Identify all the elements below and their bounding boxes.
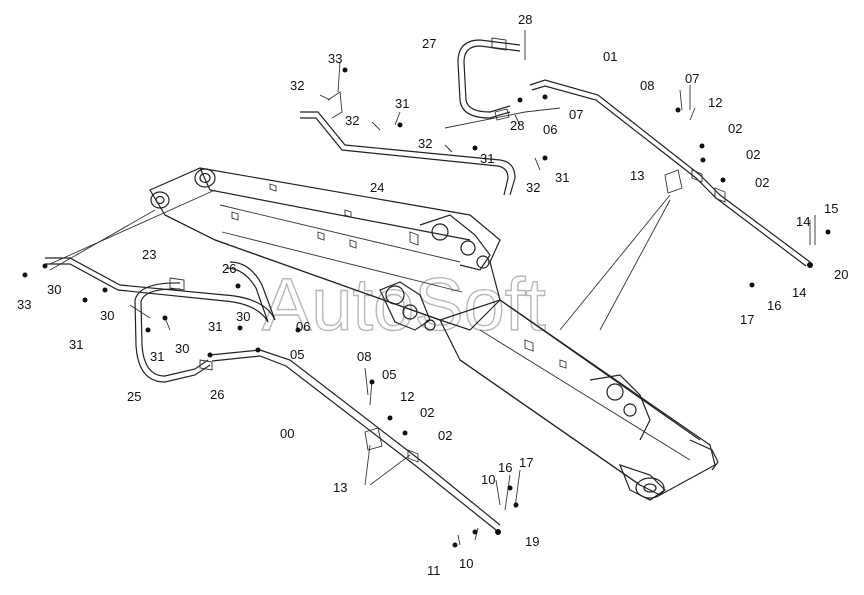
- label-27: 27: [422, 36, 436, 51]
- fasteners: [22, 67, 831, 548]
- label-02: 02: [728, 121, 742, 136]
- label-31: 31: [208, 319, 222, 334]
- callout-labels: 28 27 01 08 07 12 02 02 02 13 33 32 31 3…: [17, 12, 848, 578]
- label-01: 01: [603, 49, 617, 64]
- label-05: 05: [382, 367, 396, 382]
- hose-27: [444, 37, 561, 129]
- pipe-23: [45, 257, 276, 323]
- label-31: 31: [395, 96, 409, 111]
- label-13: 13: [333, 480, 347, 495]
- label-30: 30: [100, 308, 114, 323]
- label-32: 32: [345, 113, 359, 128]
- pipe-01: [529, 79, 813, 268]
- pipe-00: [209, 349, 501, 535]
- label-16: 16: [498, 460, 512, 475]
- label-12: 12: [400, 389, 414, 404]
- label-12: 12: [708, 95, 722, 110]
- label-28: 28: [518, 12, 532, 27]
- hose-25-26: [134, 261, 276, 383]
- pipe-24: [300, 91, 516, 196]
- label-26: 26: [222, 261, 236, 276]
- label-30: 30: [175, 341, 189, 356]
- label-26: 26: [210, 387, 224, 402]
- label-14: 14: [792, 285, 806, 300]
- label-17: 17: [740, 312, 754, 327]
- label-33: 33: [328, 51, 342, 66]
- label-31: 31: [150, 349, 164, 364]
- label-06: 06: [543, 122, 557, 137]
- label-00: 00: [280, 426, 294, 441]
- label-13: 13: [630, 168, 644, 183]
- label-32: 32: [290, 78, 304, 93]
- label-02: 02: [420, 405, 434, 420]
- label-16: 16: [767, 298, 781, 313]
- label-02: 02: [746, 147, 760, 162]
- label-08: 08: [640, 78, 654, 93]
- label-19: 19: [525, 534, 539, 549]
- label-30: 30: [47, 282, 61, 297]
- label-24: 24: [370, 180, 384, 195]
- label-10: 10: [459, 556, 473, 571]
- label-28: 28: [510, 118, 524, 133]
- label-08: 08: [357, 349, 371, 364]
- label-02: 02: [755, 175, 769, 190]
- label-33: 33: [17, 297, 31, 312]
- label-10: 10: [481, 472, 495, 487]
- label-06: 06: [296, 319, 310, 334]
- label-07: 07: [569, 107, 583, 122]
- label-31: 31: [555, 170, 569, 185]
- label-11: 11: [427, 563, 441, 578]
- label-15: 15: [824, 201, 838, 216]
- label-30: 30: [236, 309, 250, 324]
- label-23: 23: [142, 247, 156, 262]
- label-02: 02: [438, 428, 452, 443]
- label-31: 31: [69, 337, 83, 352]
- label-32: 32: [526, 180, 540, 195]
- arm-structure: [439, 299, 719, 501]
- watermark-text: AutoSoft: [262, 263, 546, 346]
- label-31: 31: [480, 151, 494, 166]
- label-17: 17: [519, 455, 533, 470]
- label-25: 25: [127, 389, 141, 404]
- label-07: 07: [685, 71, 699, 86]
- label-20: 20: [834, 267, 848, 282]
- label-32: 32: [418, 136, 432, 151]
- label-14: 14: [796, 214, 810, 229]
- boom-structure: [149, 167, 501, 331]
- label-05: 05: [290, 347, 304, 362]
- leader-lines: [49, 30, 816, 546]
